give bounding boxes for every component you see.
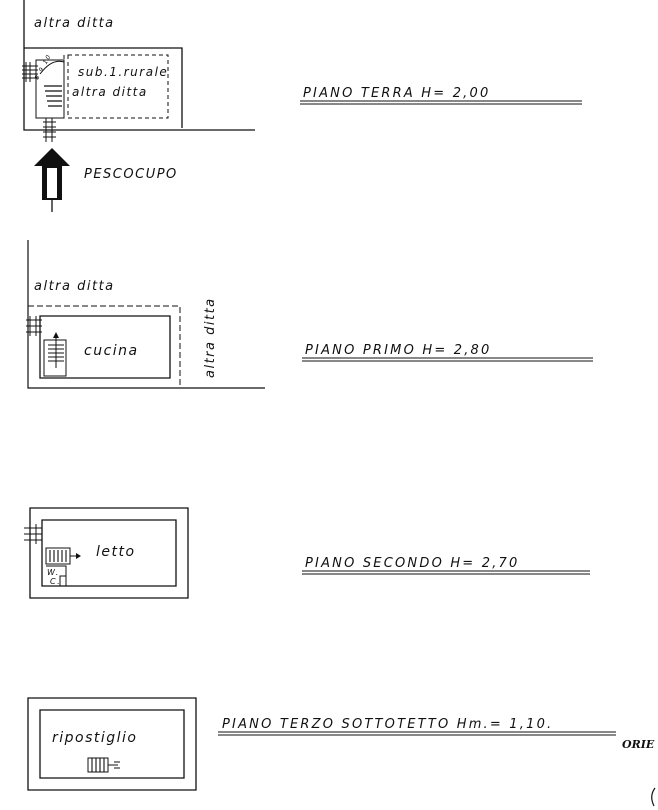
third-stair-arrow-icon [108, 761, 120, 769]
second-outer-wall [29, 507, 189, 599]
title-piano-primo: PIANO PRIMO H= 2,80 [302, 343, 593, 362]
ground-boundary-wall [24, 47, 183, 128]
title-piano-secondo: PIANO SECONDO H= 2,70 [302, 556, 590, 575]
title-text-piano-terra: PIANO TERRA H= 2,00 [303, 86, 490, 101]
first-stair-arrow-icon [53, 332, 59, 338]
north-arrow-inner [47, 168, 57, 198]
second-stair-treads [49, 550, 67, 562]
second-stair-arrow-icon [76, 553, 81, 559]
second-stair-box [45, 547, 71, 565]
third-room-ripostiglio [39, 709, 185, 779]
edge-mark [651, 787, 656, 807]
second-room-letto [41, 519, 177, 587]
title-text-piano-primo: PIANO PRIMO H= 2,80 [305, 343, 492, 358]
plan-piano-secondo: letto W. C. [24, 507, 189, 599]
ground-inner-room [67, 54, 169, 119]
third-label-ripostiglio: ripostiglio [52, 730, 138, 746]
ground-label-altra-ditta-top: altra ditta [34, 16, 115, 31]
third-stair-treads [91, 758, 105, 772]
title-piano-terra: PIANO TERRA H= 2,00 [300, 86, 582, 105]
north-arrow: PESCOCUPO [34, 148, 178, 212]
third-outer-wall [27, 697, 197, 791]
ground-stair-curve [39, 60, 65, 75]
north-arrow-label: PESCOCUPO [84, 167, 178, 182]
plan-piano-primo: altra ditta cucina altra ditta [26, 240, 265, 389]
title-piano-terzo: PIANO TERZO SOTTOTETTO Hm.= 1,10. [218, 717, 616, 736]
first-room-cucina [39, 315, 171, 379]
ground-label-altra-ditta-inner: altra ditta [72, 85, 148, 99]
first-label-altra-ditta-top: altra ditta [34, 279, 115, 294]
first-stair-box [43, 339, 67, 377]
wc-fixture-icon [59, 575, 67, 587]
second-entry-steps [24, 524, 42, 544]
ground-outer-wall [23, 0, 255, 131]
second-label-w: W. [47, 568, 60, 577]
ground-stair-treads [44, 85, 62, 107]
second-label-letto: letto [96, 544, 136, 560]
third-stair-box [87, 757, 109, 773]
first-outer-wall [27, 240, 265, 389]
title-text-piano-secondo: PIANO SECONDO H= 2,70 [305, 556, 519, 571]
ground-label-sub-rurale: sub.1.rurale [78, 65, 168, 79]
first-label-altra-ditta-side: altra ditta [203, 297, 218, 378]
ground-stair-box [35, 59, 65, 119]
plan-piano-terra: altra ditta sub.1.rurale altra ditta 8 9… [22, 0, 255, 142]
second-label-c: C. [50, 577, 61, 586]
first-label-cucina: cucina [84, 343, 139, 359]
edge-text: ORIE [622, 738, 655, 751]
ground-stair-down [43, 118, 56, 142]
first-entry-steps [26, 316, 42, 336]
title-text-piano-terzo: PIANO TERZO SOTTOTETTO Hm.= 1,10. [222, 717, 553, 732]
plan-piano-terzo: ripostiglio [27, 697, 197, 791]
ground-entry-steps [22, 62, 38, 82]
first-boundary-dashed [28, 305, 181, 388]
